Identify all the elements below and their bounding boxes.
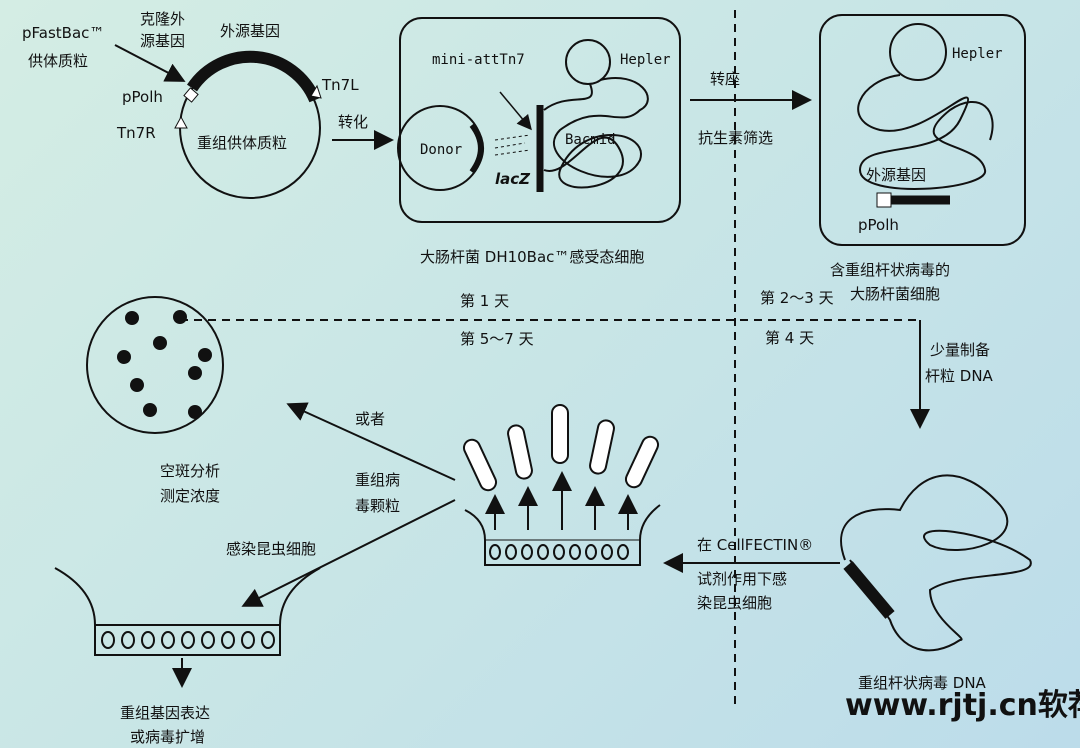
label: Hepler (620, 52, 671, 68)
label: 源基因 (140, 32, 185, 50)
watermark: www.rjtj.cn软荐网 (845, 688, 1080, 723)
label: 测定浓度 (160, 487, 220, 505)
label: Tn7L (321, 76, 359, 94)
label: 大肠杆菌 DH10Bac™感受态细胞 (420, 248, 644, 266)
recombinant-ecoli (819, 14, 1026, 246)
culture-dish-1 (54, 567, 321, 688)
label: pPolh (858, 216, 899, 234)
label: 在 CellFECTIN® (697, 536, 813, 554)
donor-plasmid (114, 44, 394, 199)
label: pFastBac™ (22, 24, 104, 42)
culture-dish-2 (462, 404, 661, 566)
label: 外源基因 (866, 166, 926, 184)
label: 重组供体质粒 (197, 134, 287, 152)
label: 试剂作用下感 (697, 570, 787, 588)
dh10bac-cell (397, 17, 681, 223)
label: 毒颗粒 (355, 497, 400, 515)
arrow (286, 402, 456, 481)
label: mini-attTn7 (432, 52, 525, 68)
label: 重组杆状病毒 DNA (858, 674, 987, 692)
label: 或病毒扩增 (130, 728, 205, 746)
label: lacZ (495, 170, 531, 188)
label: 外源基因 (220, 22, 280, 40)
label: 染昆虫细胞 (697, 594, 772, 612)
day-label: 第 5～7 天 (460, 330, 534, 348)
label: 含重组杆状病毒的 (830, 261, 950, 279)
label: Hepler (952, 46, 1003, 62)
label: 空斑分析 (160, 462, 220, 480)
label: 或者 (355, 410, 385, 428)
label: Donor (420, 142, 462, 158)
label: 少量制备 (930, 341, 990, 359)
label: Tn7R (116, 124, 156, 142)
label: 抗生素筛选 (698, 129, 773, 147)
arrow (241, 499, 456, 607)
day-label: 第 1 天 (460, 292, 509, 310)
recombinant-dna (840, 474, 1032, 652)
label: 供体质粒 (28, 52, 88, 70)
label: 杆粒 DNA (925, 367, 994, 385)
label: 重组病 (355, 471, 400, 489)
plaque-plate (86, 296, 224, 434)
label: Bacmid (565, 132, 616, 148)
label: 感染昆虫细胞 (226, 540, 316, 558)
label: 转座 (710, 70, 740, 88)
label: pPolh (122, 88, 163, 106)
label: 大肠杆菌细胞 (850, 285, 940, 303)
day-label: 第 4 天 (765, 329, 814, 347)
label: 克隆外 (140, 10, 185, 28)
day-label: 第 2～3 天 (760, 289, 834, 307)
label: 重组基因表达 (120, 704, 210, 722)
label: 转化 (338, 113, 368, 131)
